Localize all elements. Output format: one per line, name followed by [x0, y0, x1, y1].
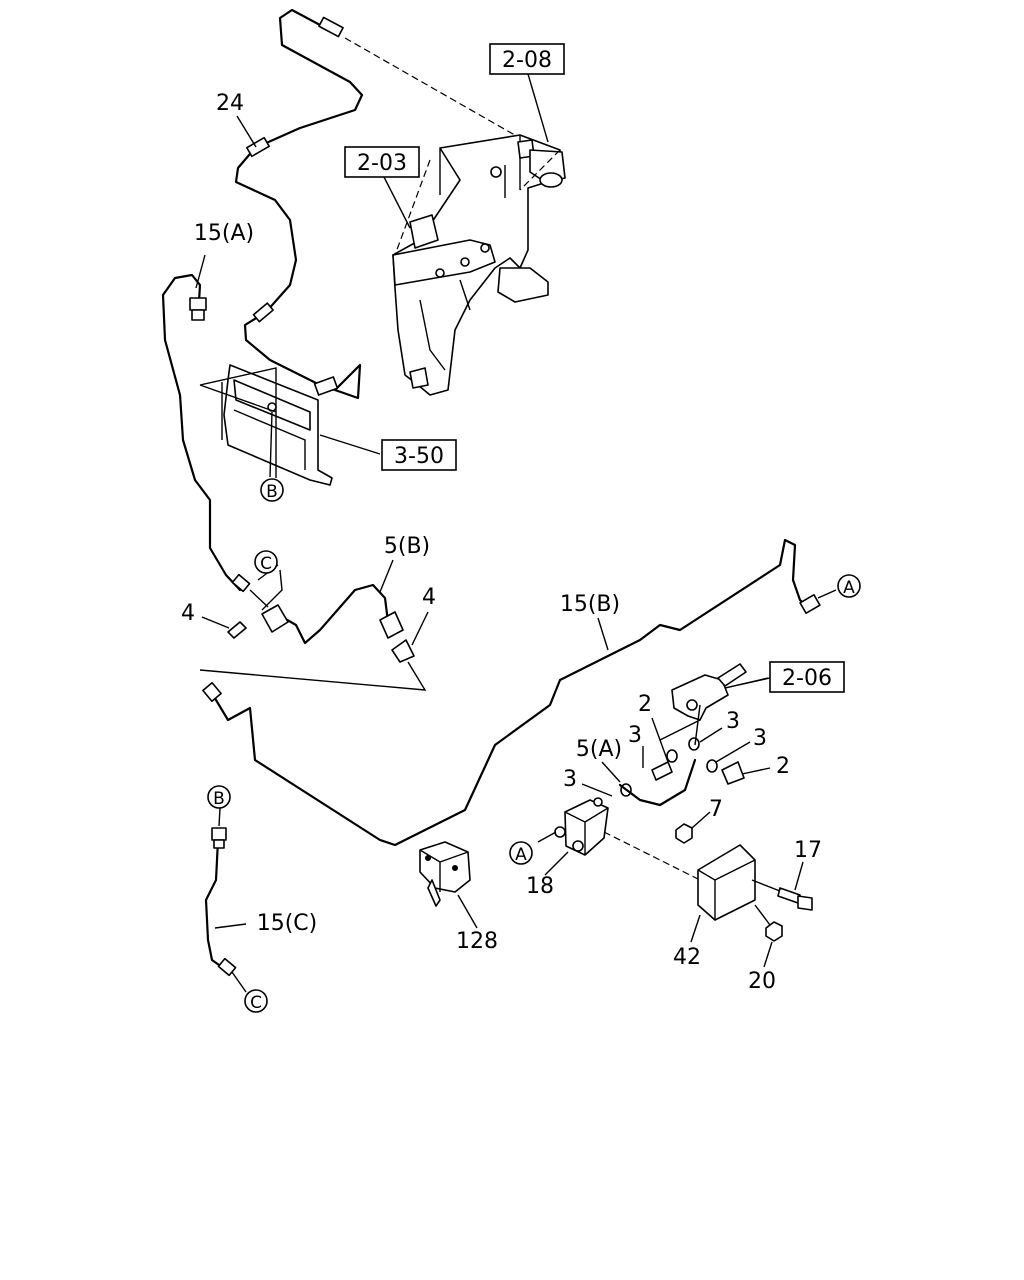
- callout-5b: 5(B): [384, 534, 430, 559]
- nut-7: [675, 823, 693, 844]
- pipe-15c: [204, 827, 237, 977]
- pipe-15b: [202, 538, 821, 847]
- leader-24-to-master: [344, 37, 521, 139]
- ref-box-2-06[interactable]: 2-06: [769, 661, 845, 693]
- pipe-24: [234, 8, 364, 400]
- callout-2-upper: 2: [638, 692, 652, 717]
- callout-5a: 5(A): [576, 737, 622, 762]
- callout-17: 17: [794, 838, 822, 863]
- marker-c-top-label: C: [260, 554, 272, 574]
- pedal-bracket-assembly: [392, 134, 566, 396]
- callout-15a: 15(A): [194, 221, 254, 246]
- callout-3-a: 3: [726, 709, 740, 734]
- ref-box-3-50-label: 3-50: [394, 444, 444, 469]
- callout-42: 42: [673, 945, 701, 970]
- pipe-15a: [161, 273, 251, 593]
- marker-c-bottom[interactable]: C: [244, 989, 268, 1013]
- callout-15b: 15(B): [560, 592, 620, 617]
- callout-24: 24: [216, 91, 244, 116]
- marker-a-left[interactable]: A: [509, 841, 533, 865]
- marker-b-bottom[interactable]: B: [207, 785, 231, 809]
- marker-c-top[interactable]: C: [254, 550, 278, 574]
- bolt-17: [777, 887, 813, 911]
- marker-a-right[interactable]: A: [837, 574, 861, 598]
- callout-7: 7: [709, 797, 723, 822]
- marker-b-top[interactable]: B: [260, 478, 284, 502]
- fittings-group: [618, 704, 745, 807]
- leader-18-to-42: [603, 831, 701, 881]
- callout-15c: 15(C): [257, 911, 318, 936]
- callout-3-c: 3: [753, 726, 767, 751]
- pipe-5b: [249, 569, 404, 645]
- ref-box-2-06-label: 2-06: [782, 666, 832, 691]
- bracket-3-50: [199, 364, 333, 486]
- ref-box-2-08-label: 2-08: [502, 48, 552, 73]
- marker-a-left-label: A: [515, 845, 527, 865]
- valve-2-06: [671, 663, 771, 721]
- callout-128: 128: [456, 929, 498, 954]
- callout-2-lower: 2: [776, 754, 790, 779]
- marker-b-bottom-label: B: [213, 789, 225, 809]
- clip-4-right: [391, 639, 415, 663]
- ref-box-2-08[interactable]: 2-08: [489, 43, 565, 75]
- marker-c-bottom-label: C: [250, 993, 262, 1013]
- valve-128: [419, 841, 471, 907]
- block-18: [554, 797, 609, 856]
- callout-4-right: 4: [422, 585, 436, 610]
- bracket-42: [697, 844, 791, 921]
- ref-box-3-50[interactable]: 3-50: [381, 439, 457, 471]
- ref-box-2-03-label: 2-03: [357, 151, 407, 176]
- callout-3-b: 3: [628, 723, 642, 748]
- callout-20: 20: [748, 969, 776, 994]
- marker-b-top-label: B: [266, 482, 278, 502]
- guide-triangle: [199, 661, 427, 691]
- marker-a-right-label: A: [843, 578, 855, 598]
- ref-box-2-03[interactable]: 2-03: [344, 146, 420, 178]
- callout-3-d: 3: [563, 767, 577, 792]
- nut-20: [754, 904, 783, 942]
- callout-4-left: 4: [181, 601, 195, 626]
- callout-18: 18: [526, 874, 554, 899]
- callouts: 24 15(A) 5(B) 4 4 15(B) 2 3 3 5(A) 3 3 2…: [181, 91, 822, 994]
- clip-4-left: [227, 621, 247, 639]
